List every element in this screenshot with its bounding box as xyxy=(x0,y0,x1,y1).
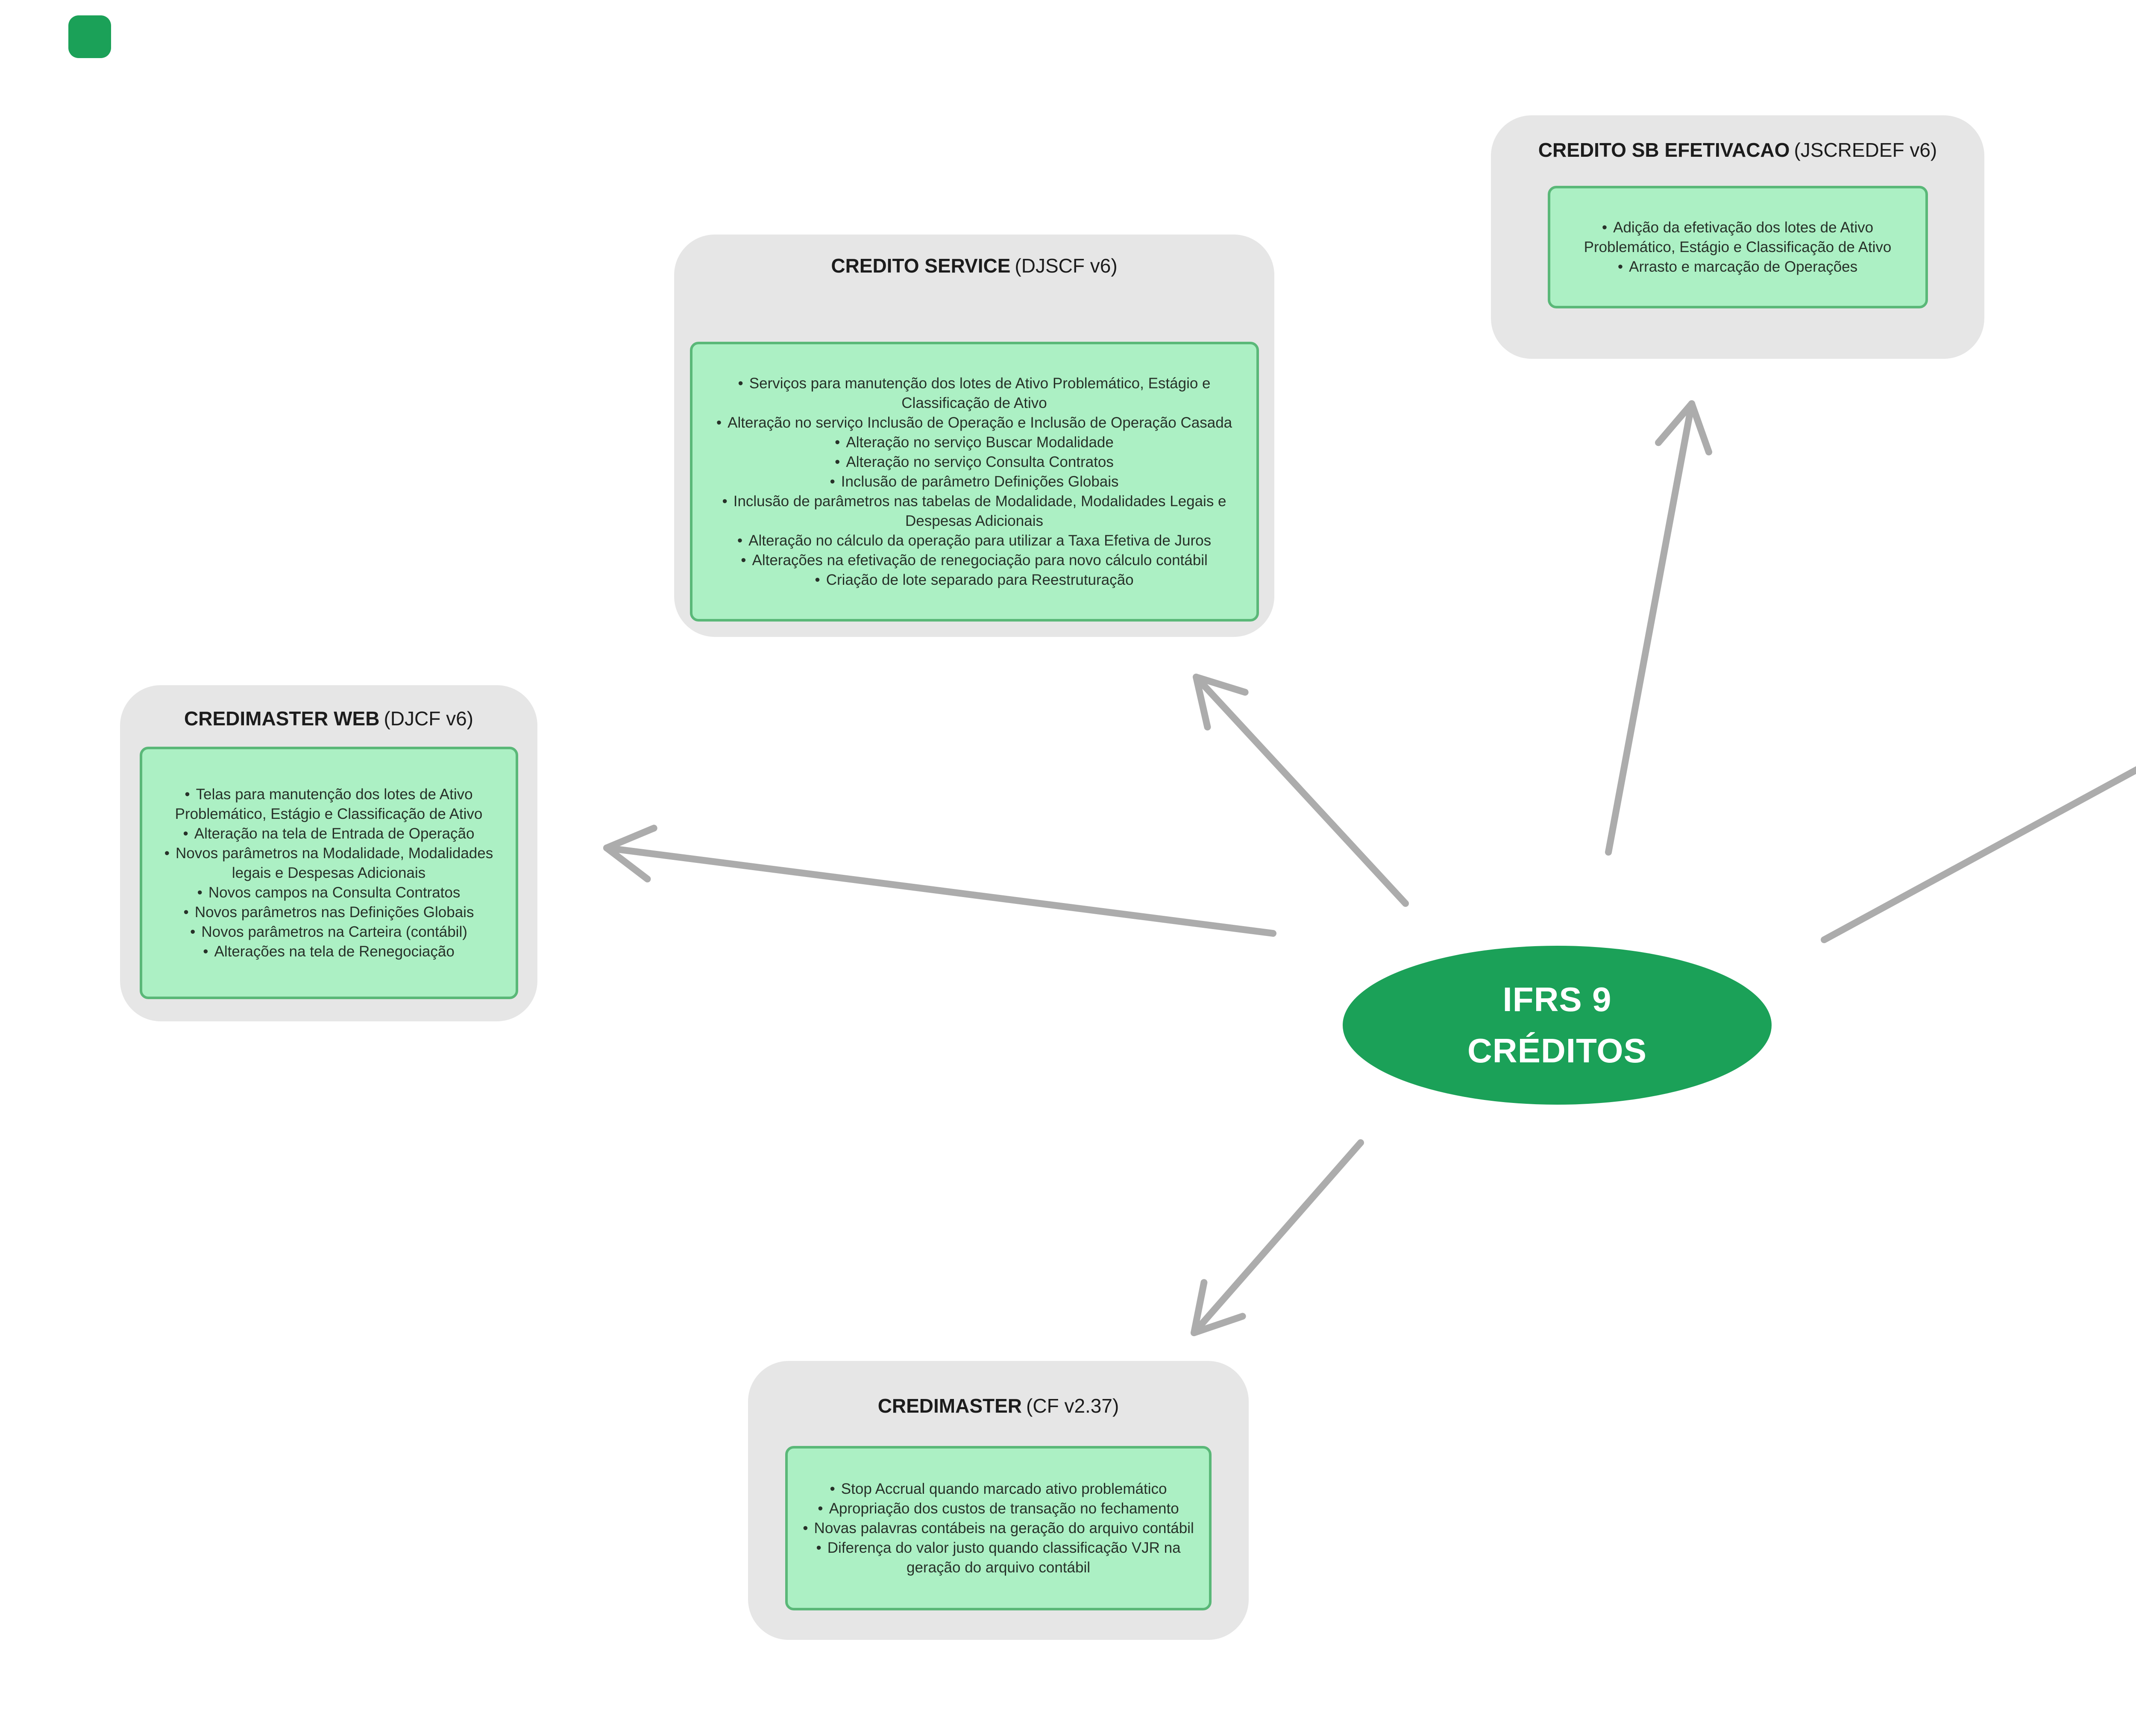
bullet-dot-icon: • xyxy=(164,845,170,862)
bullet-item: •Alteração no serviço Consulta Contratos xyxy=(835,453,1114,470)
bullet-dot-icon: • xyxy=(722,493,728,510)
node-title-name: CREDIMASTER WEB xyxy=(184,707,380,730)
bullet-dot-icon: • xyxy=(830,473,835,490)
bullet-dot-icon: • xyxy=(835,453,840,470)
bullet-item: •Alteração no serviço Buscar Modalidade xyxy=(835,434,1114,451)
bullet-dot-icon: • xyxy=(737,532,743,549)
arrow-to-credito-spa-efetivacao[interactable] xyxy=(1821,701,2136,943)
changes-panel[interactable]: •Adição da efetivação dos lotes de Ativo… xyxy=(1547,186,1928,308)
bullet-dot-icon: • xyxy=(197,884,202,901)
node-title: CREDIMASTER(CF v2.37) xyxy=(748,1394,1249,1417)
node-credito-sb-efetivacao[interactable]: CREDITO SB EFETIVACAO(JSCREDEF v6) •Adiç… xyxy=(1491,115,1984,359)
bullet-item: •Novos parâmetros na Modalidade, Modalid… xyxy=(164,845,493,881)
changes-panel[interactable]: •Telas para manutenção dos lotes de Ativ… xyxy=(139,747,518,999)
bullet-dot-icon: • xyxy=(741,551,746,569)
arrowhead-barb xyxy=(1193,674,1249,696)
bullet-item: •Telas para manutenção dos lotes de Ativ… xyxy=(175,786,483,822)
bullet-item: •Serviços para manutenção dos lotes de A… xyxy=(738,375,1211,411)
bullet-item: •Inclusão de parâmetros nas tabelas de M… xyxy=(722,493,1226,529)
bullet-dot-icon: • xyxy=(183,825,188,842)
changes-panel[interactable]: •Serviços para manutenção dos lotes de A… xyxy=(690,342,1259,622)
node-credimaster-web[interactable]: CREDIMASTER WEB(DJCF v6) •Telas para man… xyxy=(120,685,537,1021)
bullet-dot-icon: • xyxy=(185,786,190,803)
node-title: CREDITO SB EFETIVACAO(JSCREDEF v6) xyxy=(1491,138,1984,161)
node-title-name: CREDIMASTER xyxy=(877,1395,1022,1417)
node-title: CREDIMASTER WEB(DJCF v6) xyxy=(120,707,537,730)
node-title-name: CREDITO SB EFETIVACAO xyxy=(1538,139,1790,161)
arrow-shaft xyxy=(1605,400,1695,856)
bullet-dot-icon: • xyxy=(816,1539,822,1556)
bullet-item: •Alterações na tela de Renegociação xyxy=(203,943,455,960)
node-credimaster[interactable]: CREDIMASTER(CF v2.37) •Stop Accrual quan… xyxy=(748,1361,1249,1640)
bullet-dot-icon: • xyxy=(818,1500,823,1517)
node-title: CREDITO SERVICE(DJSCF v6) xyxy=(674,254,1274,277)
bullet-dot-icon: • xyxy=(183,903,189,921)
arrow-shaft xyxy=(1821,766,2136,943)
node-title-version: (CF v2.37) xyxy=(1026,1395,1119,1417)
bullet-item: •Novas palavras contábeis na geração do … xyxy=(803,1519,1194,1537)
center-node-line2: CRÉDITOS xyxy=(1467,1032,1647,1070)
bullet-dot-icon: • xyxy=(1602,219,1608,236)
center-node-ifrs-9-creditos[interactable]: IFRS 9 CRÉDITOS xyxy=(1343,946,1772,1105)
bullet-item: •Alterações na efetivação de renegociaçã… xyxy=(741,551,1208,569)
node-title-version: (DJSCF v6) xyxy=(1015,255,1118,277)
bullet-item: •Arrasto e marcação de Operações xyxy=(1617,258,1858,275)
bullet-item: •Alteração na tela de Entrada de Operaçã… xyxy=(183,825,475,842)
arrow-to-credimaster-web[interactable] xyxy=(603,824,1276,937)
node-title-version: (JSCREDEF v6) xyxy=(1794,139,1937,161)
bullet-dot-icon: • xyxy=(190,923,196,940)
arrowhead-barb xyxy=(1655,400,1695,446)
arrowhead-barb xyxy=(1191,1279,1208,1336)
bullet-dot-icon: • xyxy=(203,943,208,960)
bullet-item: •Novos campos na Consulta Contratos xyxy=(197,884,461,901)
bullet-item: •Apropriação dos custos de transação no … xyxy=(818,1500,1179,1517)
arrow-shaft xyxy=(1193,674,1409,907)
bullet-dot-icon: • xyxy=(815,571,820,588)
node-credito-service[interactable]: CREDITO SERVICE(DJSCF v6) •Serviços para… xyxy=(674,235,1274,637)
bullet-dot-icon: • xyxy=(830,1480,835,1497)
bullet-item: •Novos parâmetros nas Definições Globais xyxy=(183,903,474,921)
bullet-item: •Criação de lote separado para Reestrutu… xyxy=(815,571,1134,588)
arrow-shaft xyxy=(603,845,1276,937)
center-node-line1: IFRS 9 xyxy=(1502,980,1612,1018)
bullet-item: •Alteração no cálculo da operação para u… xyxy=(737,532,1212,549)
bullet-item: •Novos parâmetros na Carteira (contábil) xyxy=(190,923,467,940)
node-title-name: CREDITO SERVICE xyxy=(831,255,1011,277)
bullet-dot-icon: • xyxy=(803,1519,808,1537)
bullet-item: •Adição da efetivação dos lotes de Ativo… xyxy=(1584,219,1892,255)
arrowhead-barb xyxy=(1193,674,1211,731)
bullet-item: •Inclusão de parâmetro Definições Globai… xyxy=(830,473,1119,490)
node-title-version: (DJCF v6) xyxy=(384,707,473,730)
arrow-to-credito-service[interactable] xyxy=(1193,674,1409,907)
bullet-dot-icon: • xyxy=(835,434,840,451)
arrow-to-credito-sb-efetivacao[interactable] xyxy=(1605,400,1713,856)
changes-panel[interactable]: •Stop Accrual quando marcado ativo probl… xyxy=(785,1446,1212,1610)
bullet-dot-icon: • xyxy=(1617,258,1623,275)
arrowhead-barb xyxy=(603,845,651,883)
bullet-item: •Diferença do valor justo quando classif… xyxy=(816,1539,1181,1576)
arrow-to-credimaster[interactable] xyxy=(1191,1139,1364,1336)
arrowhead-barb xyxy=(603,824,657,851)
bullet-item: •Stop Accrual quando marcado ativo probl… xyxy=(830,1480,1167,1497)
corner-accent-square xyxy=(68,15,111,58)
bullet-dot-icon: • xyxy=(716,414,722,431)
arrowhead-barb xyxy=(1191,1313,1246,1336)
arrowhead-barb xyxy=(1688,400,1713,456)
arrow-shaft xyxy=(1191,1139,1364,1336)
bullet-dot-icon: • xyxy=(738,375,743,392)
bullet-item: •Alteração no serviço Inclusão de Operaç… xyxy=(716,414,1232,431)
